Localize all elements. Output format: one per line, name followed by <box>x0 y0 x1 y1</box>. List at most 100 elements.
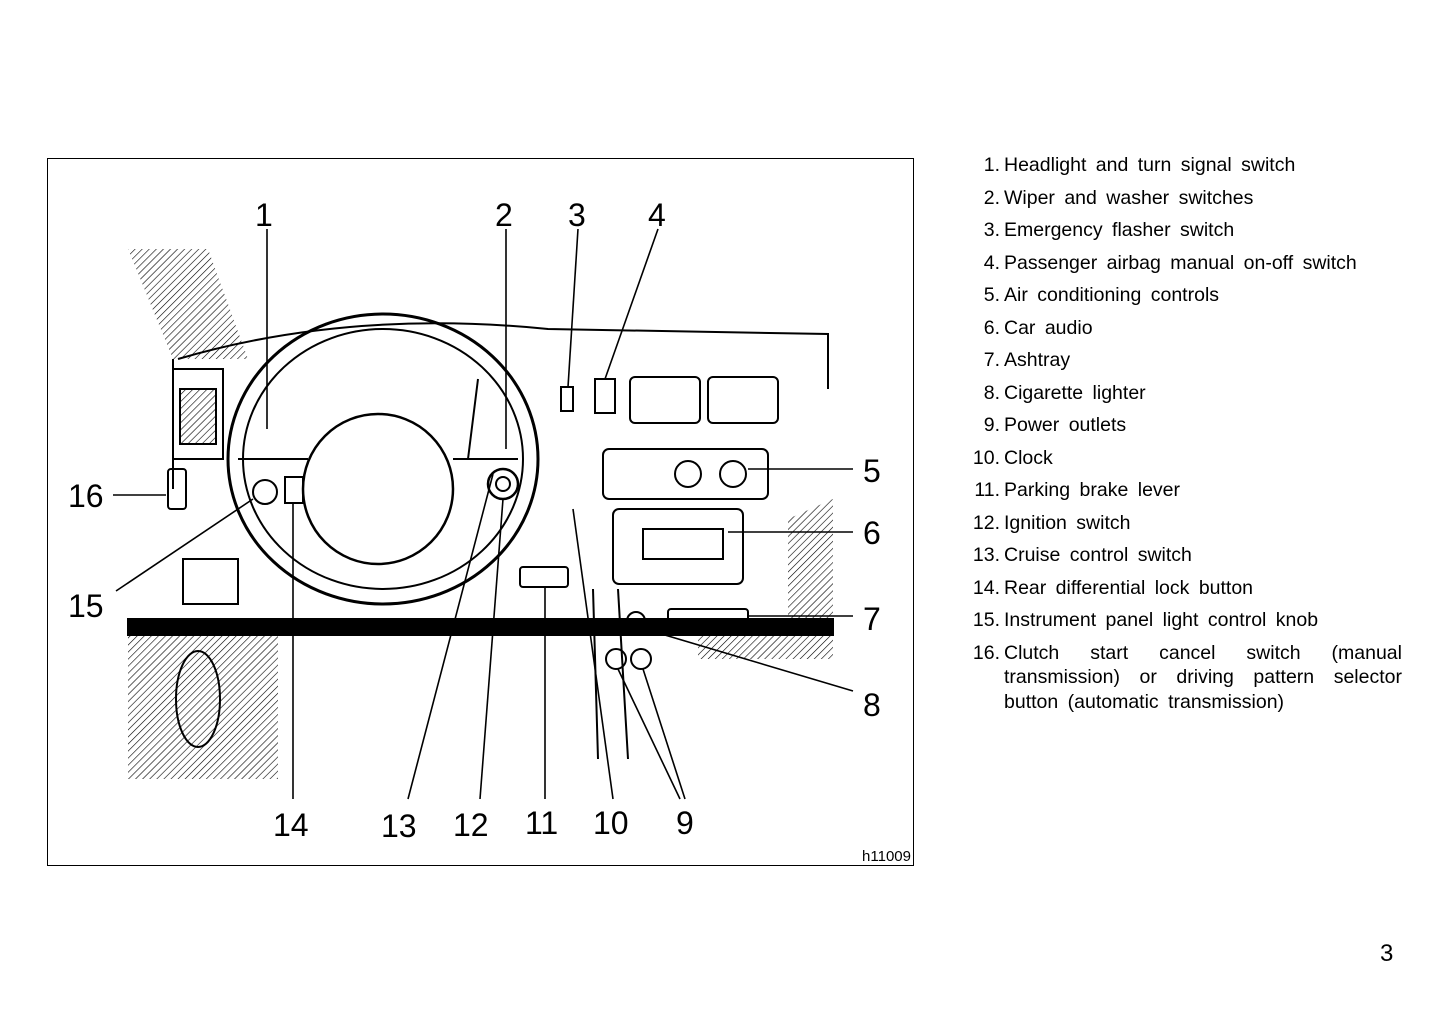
legend-text: Power outlets <box>1004 414 1127 436</box>
leader-9a <box>617 668 681 800</box>
left-speaker <box>175 650 221 748</box>
legend-number: 8. <box>983 381 1000 404</box>
left-panel-box <box>182 558 239 605</box>
legend-number: 12. <box>972 511 1000 534</box>
legend-number: 15. <box>972 609 1000 631</box>
page-number: 3 <box>1380 940 1394 967</box>
cigarette-lighter <box>626 611 646 631</box>
center-console <box>592 588 629 760</box>
figure-code: h11009 <box>862 848 911 865</box>
legend-item: 5.Air conditioning controls <box>962 283 1402 308</box>
callout-10: 10 <box>593 805 629 841</box>
climate-knob-2 <box>719 460 747 488</box>
legend-item: 6.Car audio <box>962 316 1402 341</box>
callout-3: 3 <box>568 197 586 233</box>
legend-number: 10. <box>972 446 1000 469</box>
climate-panel <box>602 448 769 500</box>
legend-text: Clutch start cancel switch (manual trans… <box>1004 641 1402 713</box>
callout-4: 4 <box>648 197 666 233</box>
legend-text: Rear differential lock button <box>1004 576 1254 599</box>
ignition-core <box>495 476 511 492</box>
left-vent-inner <box>179 388 217 445</box>
leader-13 <box>407 473 494 800</box>
power-outlet-2 <box>630 648 652 670</box>
leader-9b <box>642 668 686 800</box>
legend-number: 5. <box>983 284 1000 306</box>
power-outlet-1 <box>605 648 627 670</box>
airbag-switch <box>594 378 616 414</box>
legend-item: 10.Clock <box>962 446 1402 471</box>
right-pad-hatch <box>788 499 833 619</box>
callout-12: 12 <box>453 807 489 843</box>
callout-5: 5 <box>863 453 881 489</box>
legend-text: Instrument panel light control knob <box>1004 609 1319 631</box>
lower-left-hatch <box>128 629 278 779</box>
left-vent <box>173 368 224 460</box>
rear-diff-button <box>284 476 304 504</box>
legend-item: 15.Instrument panel light control knob <box>962 608 1402 633</box>
legend-text: Car audio <box>1004 316 1093 339</box>
legend-number: 11. <box>974 479 1000 501</box>
legend-item: 11.Parking brake lever <box>962 478 1402 503</box>
center-vent-left <box>629 376 701 424</box>
callout-13: 13 <box>381 808 417 844</box>
callout-9: 9 <box>676 805 694 841</box>
left-pillar-hatch <box>128 249 248 359</box>
callout-16: 16 <box>68 478 104 514</box>
legend-text: Ignition switch <box>1004 511 1131 534</box>
leader-3 <box>567 228 579 388</box>
callout-8: 8 <box>863 687 881 723</box>
legend-item: 4.Passenger airbag manual on-off switch <box>962 251 1402 276</box>
legend-number: 9. <box>983 414 1000 436</box>
legend-text: Clock <box>1004 446 1053 469</box>
lower-right-hatch <box>698 629 833 659</box>
legend-text: Passenger airbag manual on-off switch <box>1004 251 1357 274</box>
legend-item: 12.Ignition switch <box>962 511 1402 536</box>
dash-lower-strip <box>127 618 834 636</box>
ashtray <box>667 608 749 628</box>
legend-number: 16. <box>972 641 1000 664</box>
dash-top <box>177 322 829 389</box>
leader-10 <box>572 508 614 800</box>
callout-6: 6 <box>863 515 881 551</box>
legend-number: 13. <box>972 544 1000 566</box>
legend-item: 7.Ashtray <box>962 348 1402 373</box>
legend-item: 8.Cigarette lighter <box>962 381 1402 406</box>
legend-item: 13.Cruise control switch <box>962 543 1402 568</box>
legend-item: 14.Rear differential lock button <box>962 576 1402 601</box>
clutch-cancel-switch <box>167 468 187 510</box>
steering-wheel-outer <box>226 312 540 606</box>
callout-1: 1 <box>255 197 273 233</box>
legend-text: Headlight and turn signal switch <box>1004 154 1296 176</box>
legend-number: 3. <box>983 219 1000 241</box>
climate-knob-1 <box>674 460 702 488</box>
parking-brake-lever <box>519 566 569 588</box>
legend-number: 2. <box>983 186 1000 209</box>
audio-panel <box>612 508 744 585</box>
legend-text: Air conditioning controls <box>1004 284 1220 306</box>
legend-text: Wiper and washer switches <box>1004 186 1254 209</box>
callout-11: 11 <box>525 805 559 841</box>
center-vent-right <box>707 376 779 424</box>
leader-12 <box>479 498 504 800</box>
airbag-pad <box>301 412 455 566</box>
wiper-stalk <box>467 378 479 460</box>
legend-number: 6. <box>983 316 1000 339</box>
callout-2: 2 <box>495 197 513 233</box>
emergency-flasher <box>560 386 574 412</box>
component-legend: 1.Headlight and turn signal switch 2.Wip… <box>962 153 1402 722</box>
callout-14: 14 <box>273 807 309 843</box>
legend-item: 1.Headlight and turn signal switch <box>962 153 1402 178</box>
leader-8 <box>637 626 854 692</box>
legend-text: Ashtray <box>1004 349 1071 371</box>
legend-number: 4. <box>983 251 1000 274</box>
legend-number: 14. <box>972 576 1000 599</box>
dashboard-illustration <box>113 228 854 800</box>
callout-7: 7 <box>863 601 881 637</box>
legend-item: 16.Clutch start cancel switch (manual tr… <box>962 641 1402 715</box>
dashboard-figure: 1 2 3 4 5 6 7 8 9 10 11 12 13 14 15 16 h… <box>47 158 914 866</box>
legend-item: 2.Wiper and washer switches <box>962 186 1402 211</box>
panel-light-knob <box>252 479 278 505</box>
callout-15: 15 <box>68 588 104 624</box>
ignition-switch <box>486 467 520 501</box>
